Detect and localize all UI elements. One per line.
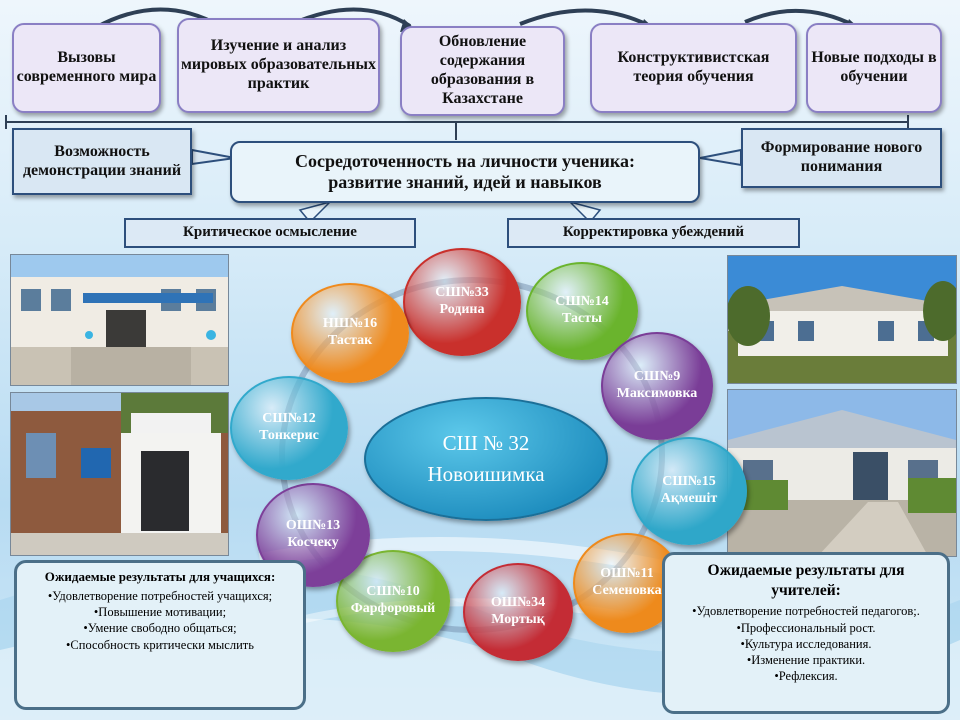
teachers-results-title: Ожидаемые результаты для учителей: — [707, 562, 905, 600]
top-box-challenges: Вызовы современного мира — [12, 23, 161, 113]
list-item: •Удовлетворение потребностей педагогов;. — [692, 604, 920, 619]
school-circle-9: СШ№9 Максимовка — [601, 332, 713, 440]
hub-line-1: СШ № 32 — [442, 430, 530, 455]
school-circle-16: НШ№16 Тастак — [291, 283, 409, 383]
top-box-constructivist: Конструктивистская теория обучения — [590, 23, 797, 113]
learner-centered-box: Сосредоточенность на личности ученика: р… — [230, 141, 700, 203]
center-line-2: развитие знаний, идей и навыков — [328, 172, 602, 192]
school-circle-33: СШ№33 Родина — [403, 248, 521, 356]
critical-thinking-tag: Критическое осмысление — [124, 218, 416, 248]
school-circle-12: СШ№12 Тонкерис — [230, 376, 348, 480]
list-item: •Удовлетворение потребностей учащихся; — [47, 588, 273, 603]
students-results-list: •Удовлетворение потребностей учащихся; •… — [23, 588, 297, 653]
list-item: •Культура исследования. — [740, 636, 872, 651]
top-box-new-approaches: Новые подходы в обучении — [806, 23, 942, 113]
hub-line-2: Новоишимка — [427, 462, 545, 486]
list-item: •Профессиональный рост. — [736, 620, 876, 635]
list-item: •Изменение практики. — [746, 653, 866, 668]
school-photo-1 — [10, 254, 229, 386]
school-circle-34: ОШ№34 Мортық — [463, 563, 573, 661]
school-photo-2 — [10, 392, 229, 556]
school-circle-14: СШ№14 Тасты — [526, 262, 638, 360]
center-line-1: Сосредоточенность на личности ученика: — [294, 150, 636, 171]
students-results-title: Ожидаемые результаты для учащихся: — [44, 569, 276, 584]
list-item: •Умение свободно общаться; — [83, 621, 237, 636]
top-box-world-practices: Изучение и анализ мировых образовательны… — [177, 18, 380, 113]
hub-school-32: СШ № 32 Новоишимка — [364, 397, 608, 521]
school-circle-15: СШ№15 Ақмешіт — [631, 437, 747, 545]
belief-correction-tag: Корректировка убеждений — [507, 218, 800, 248]
teachers-results-box: Ожидаемые результаты для учителей: •Удов… — [662, 552, 950, 714]
school-photo-3 — [727, 255, 957, 384]
list-item: •Повышение мотивации; — [93, 605, 227, 620]
knowledge-demo-box: Возможность демонстрации знаний — [12, 128, 192, 195]
school-circle-13: ОШ№13 Косчеку — [256, 483, 370, 587]
top-box-kazakhstan-update: Обновление содержания образования в Каза… — [400, 26, 565, 116]
school-circle-11: ОШ№11 Семеновка — [573, 533, 681, 633]
list-item: •Рефлексия. — [774, 669, 838, 684]
students-results-box: Ожидаемые результаты для учащихся: •Удов… — [14, 560, 306, 710]
new-understanding-box: Формирование нового понимания — [741, 128, 942, 188]
list-item: •Способность критически мыслить — [66, 637, 254, 652]
teachers-results-list: •Удовлетворение потребностей педагогов;.… — [671, 603, 941, 684]
